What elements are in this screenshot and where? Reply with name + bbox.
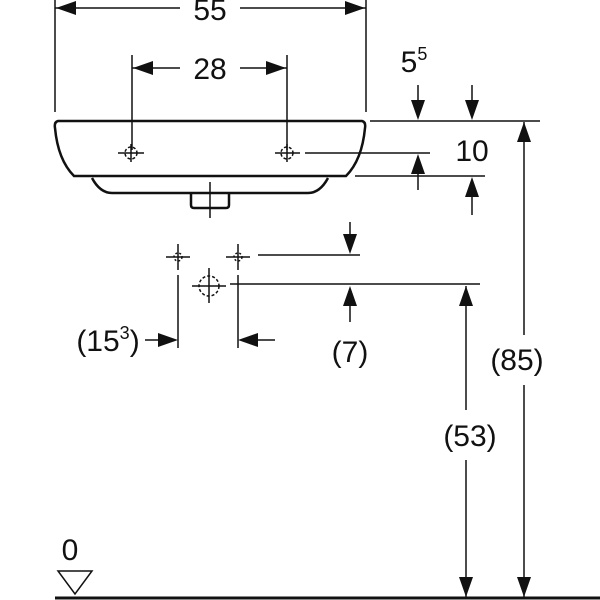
tap-spacing-label: 28 <box>193 53 226 86</box>
supply-and-drain-positions: (7) (153) (53) <box>76 222 497 597</box>
rim-thickness-label: 55 <box>401 44 428 79</box>
tap-hole-right <box>275 144 300 162</box>
rim-height-label: (85) <box>490 344 543 377</box>
rim-and-height-dimensions: 55 10 (85) <box>305 44 544 597</box>
tap-hole-left <box>118 144 144 162</box>
supply-offset-label: (7) <box>332 336 369 369</box>
width-dimension: 55 <box>54 0 367 112</box>
basin-height-label: 10 <box>455 135 488 168</box>
width-label: 55 <box>193 0 226 27</box>
supply-spacing-label: (153) <box>76 323 139 358</box>
drain-height-label: (53) <box>443 420 496 453</box>
tap-spacing-dimension: 28 <box>131 53 288 150</box>
floor-level-label: 0 <box>62 534 79 567</box>
basin-outline <box>53 119 367 218</box>
floor-level: 0 <box>55 534 600 600</box>
